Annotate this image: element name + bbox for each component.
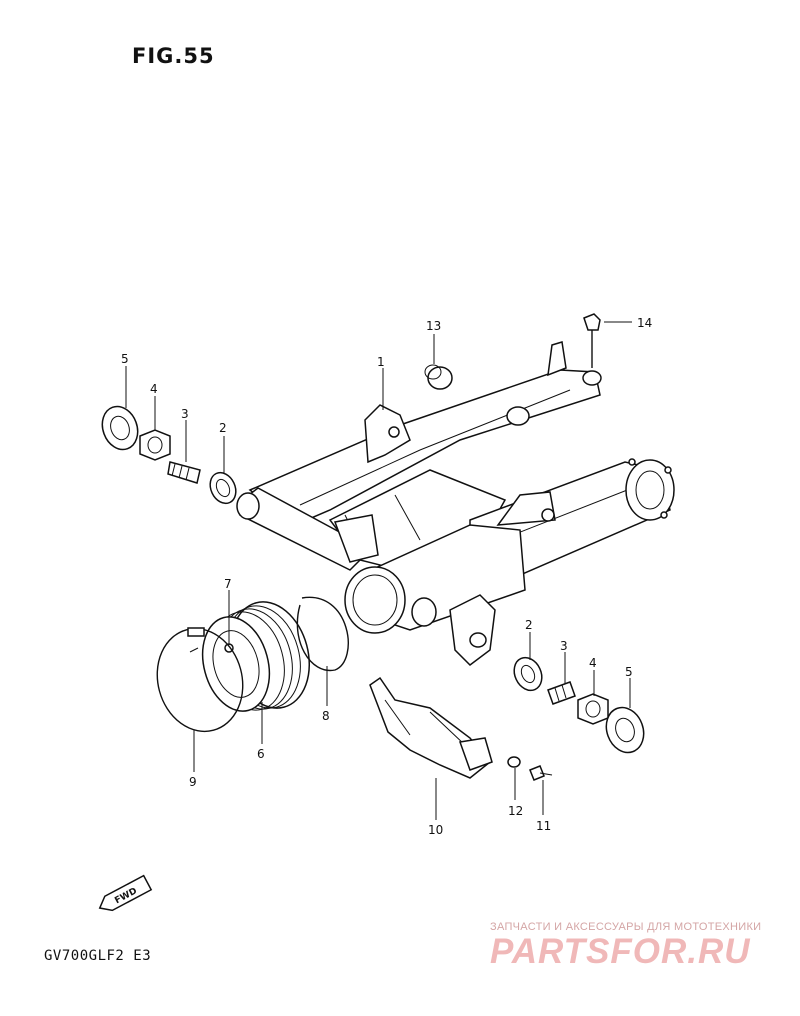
callout-14: 14 — [637, 316, 652, 330]
callout-2-left: 2 — [219, 421, 227, 435]
callout-10: 10 — [428, 823, 443, 837]
part-4-nut-left — [139, 429, 171, 461]
callout-4-left: 4 — [150, 382, 158, 396]
model-code: GV700GLF2 E3 — [44, 948, 152, 964]
figure-title: FIG.55 — [132, 44, 215, 68]
watermark-caption: ЗАПЧАСТИ И АКСЕССУАРЫ ДЛЯ МОТОТЕХНИКИ — [490, 921, 762, 933]
callout-numbers: 1 2 2 3 3 4 4 5 5 6 7 8 9 10 11 12 13 14 — [121, 316, 652, 837]
callout-8: 8 — [322, 709, 330, 723]
part-11-bolt — [529, 765, 553, 781]
part-2-bearing-left — [209, 471, 237, 505]
part-14-bolt — [583, 313, 601, 368]
callout-4-right: 4 — [589, 656, 597, 670]
part-2-bearing-right — [513, 656, 543, 692]
callout-1: 1 — [377, 355, 385, 369]
part-5-lock-washer-right — [605, 706, 645, 754]
part-4-nut-right — [577, 693, 609, 725]
callout-3-right: 3 — [560, 639, 568, 653]
callout-12: 12 — [508, 804, 523, 818]
callout-9: 9 — [189, 775, 197, 789]
callout-2-right: 2 — [525, 618, 533, 632]
callout-6: 6 — [257, 747, 265, 761]
callout-3-left: 3 — [181, 407, 189, 421]
leader-lines — [125, 321, 632, 820]
part-13-rubber-cap — [424, 364, 453, 390]
callout-13: 13 — [426, 319, 441, 333]
part-5-lock-washer-left — [101, 405, 139, 451]
part-3-pivot-bolt-left — [167, 461, 201, 484]
part-9-clamp-band — [156, 627, 244, 733]
part-12-nut — [507, 756, 521, 768]
callout-5-right: 5 — [625, 665, 633, 679]
fwd-direction-arrow: FWD — [98, 874, 153, 912]
watermark-logo: PARTSFOR.RU — [490, 932, 751, 971]
part-10-guard-plate — [369, 676, 493, 779]
part-6-rubber-boot — [201, 601, 311, 712]
part-3-pivot-bolt-right — [547, 681, 576, 705]
callout-11: 11 — [536, 819, 551, 833]
part-8-circlip — [296, 596, 349, 672]
callout-7: 7 — [224, 577, 232, 591]
callout-5-left: 5 — [121, 352, 129, 366]
part-1-swingarm — [236, 341, 675, 666]
